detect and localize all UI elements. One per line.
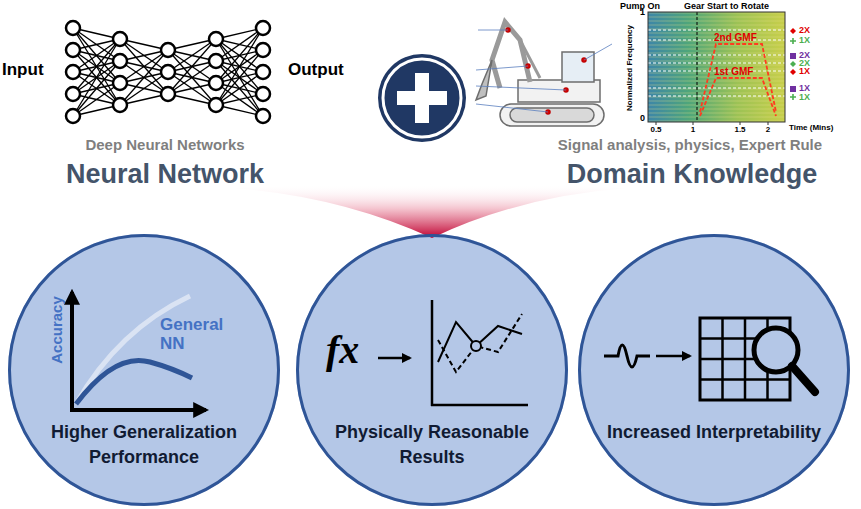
input-label: Input — [2, 61, 44, 80]
benefit-text: Physically Reasonable Results — [317, 420, 547, 470]
axis-title: Time (Mins) — [789, 124, 833, 133]
nn-link — [216, 72, 263, 105]
spectrogram — [648, 12, 796, 125]
nn-neuron — [209, 54, 223, 68]
nn-link — [168, 61, 216, 94]
section-title: Domain Knowledge — [567, 160, 818, 190]
nn-neuron — [256, 65, 270, 79]
nn-neuron — [256, 87, 270, 101]
axis-tick: 1.5 — [734, 126, 745, 135]
harmonic-markers — [790, 28, 796, 100]
nn-neuron — [209, 76, 223, 90]
benefit-circle: Physically Reasonable Results — [296, 234, 568, 506]
benefit-circle: Higher Generalization Performance — [8, 234, 280, 506]
section-title: Neural Network — [66, 160, 264, 190]
benefit-text: Higher Generalization Performance — [29, 420, 259, 470]
output-label: Output — [288, 61, 344, 80]
axis-tick: 0 — [640, 114, 645, 124]
plus-symbol — [378, 54, 466, 142]
benefit-text: Increased Interpretability — [599, 420, 829, 445]
neural-network-icon — [66, 21, 270, 123]
function-symbol: fx — [326, 328, 359, 372]
gmf-label: 1st GMF — [714, 66, 753, 77]
harmonic-label: 1X — [799, 93, 810, 103]
nn-neuron — [66, 87, 80, 101]
nn-neuron — [66, 43, 80, 57]
physics-chart — [378, 300, 528, 406]
nn-neuron — [66, 65, 80, 79]
subtitle: Deep Neural Networks — [85, 137, 244, 154]
nn-neuron — [113, 32, 127, 46]
nn-link — [73, 83, 120, 116]
axis-tick: 1 — [640, 8, 645, 18]
nn-neuron — [66, 109, 80, 123]
nn-link — [120, 72, 168, 105]
axis-tick: 1 — [691, 126, 695, 135]
harmonic-label: 1X — [799, 36, 810, 46]
nn-neuron — [113, 54, 127, 68]
nn-neuron — [161, 65, 175, 79]
event-label: Gear Start to Rotate — [684, 2, 769, 12]
grid-line — [700, 378, 790, 381]
nn-neuron — [256, 43, 270, 57]
nn-neuron — [256, 109, 270, 123]
circle-fills — [8, 234, 850, 506]
curve-label: General NN — [160, 316, 220, 353]
harmonic-label: 1X — [799, 67, 810, 77]
interpretability-icon — [604, 318, 815, 400]
axis-title: Accuracy — [49, 296, 66, 364]
nn-neuron — [66, 21, 80, 35]
nn-neuron — [113, 76, 127, 90]
nn-neuron — [161, 43, 175, 57]
axis-title: Normalized Frequency — [626, 25, 635, 111]
nn-neuron — [161, 87, 175, 101]
subtitle: Signal analysis, physics, Expert Rule — [558, 137, 822, 154]
merge-funnel — [232, 184, 628, 238]
accuracy-chart — [70, 292, 206, 412]
nn-neuron — [209, 98, 223, 112]
axis-tick: 2 — [766, 126, 770, 135]
harmonic-label: 2X — [799, 26, 810, 36]
excavator-illustration — [476, 22, 612, 126]
axis-tick: 0.5 — [650, 126, 661, 135]
nn-neuron — [256, 21, 270, 35]
nn-neuron — [113, 98, 127, 112]
nn-neuron — [209, 32, 223, 46]
benefit-circle: Increased Interpretability — [578, 234, 850, 506]
gmf-label: 2nd GMF — [714, 32, 757, 43]
